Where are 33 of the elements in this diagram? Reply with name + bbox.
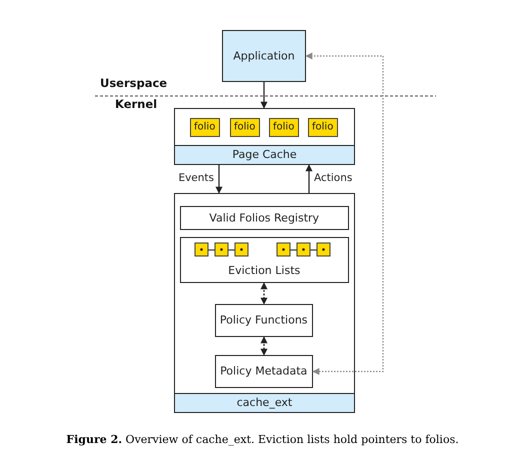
component-box	[214, 304, 313, 337]
arrow	[260, 336, 268, 356]
box-label: Valid Folios Registry	[208, 211, 320, 224]
arrow	[305, 52, 384, 375]
arrow	[306, 164, 312, 193]
folio-box	[268, 118, 299, 137]
component-box	[180, 206, 349, 230]
folio-box	[230, 118, 260, 137]
component-box	[180, 236, 349, 283]
application-box	[222, 30, 306, 82]
arrow	[260, 82, 268, 109]
region-label: Kernel	[115, 97, 158, 111]
box-label: folio	[311, 120, 334, 134]
box-label: folio	[233, 120, 256, 134]
box-label: Application	[232, 50, 296, 62]
edge-label: Events	[177, 172, 215, 184]
component-box	[214, 354, 313, 388]
arrow	[260, 282, 268, 305]
edge-label: Actions	[313, 172, 354, 184]
container-box	[174, 108, 355, 165]
box-label: folio	[193, 120, 216, 134]
container-box	[174, 193, 355, 413]
box-label: folio	[272, 120, 296, 134]
figure-caption: Figure 2. Overview of cache_ext. Eviction lists hold pointers to folios.	[65, 433, 460, 446]
box-label: Policy Metadata	[219, 364, 308, 378]
folio-box	[190, 118, 220, 137]
folio-box	[308, 118, 338, 137]
section-label: cache_ext	[175, 393, 354, 412]
arrow	[216, 165, 222, 194]
section-label: Page Cache	[175, 145, 354, 164]
box-label: Eviction Lists	[227, 264, 302, 277]
region-label: Userspace	[100, 76, 168, 90]
box-label: Policy Functions	[218, 314, 309, 327]
